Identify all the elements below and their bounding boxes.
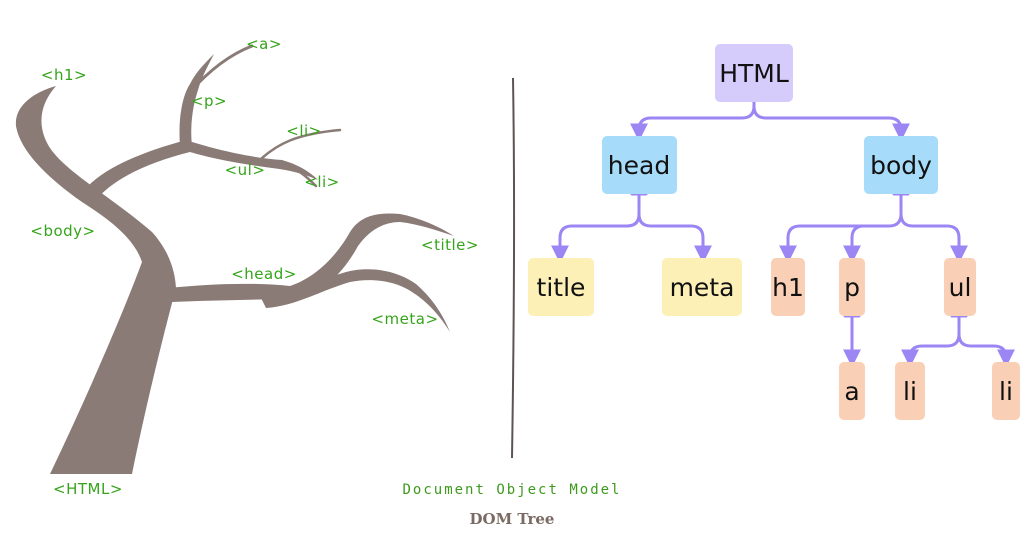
center-divider [511,77,516,459]
node-h1: h1 [771,258,805,316]
tree-branch-upper [179,54,214,146]
tree-label-body: <body> [30,222,95,240]
caption-subtitle: Document Object Model [402,482,622,498]
tree-label-p: <p> [191,92,227,110]
node-li-2-label: li [999,377,1013,406]
tree-label-h1: <h1> [41,66,87,84]
connector-body-h1 [779,192,903,264]
tree-label-a: <a> [246,35,282,53]
node-meta: meta [662,258,742,316]
node-a: a [839,362,865,420]
connector-ul-li-1 [901,314,961,368]
connector-body-ul [899,212,968,264]
node-head: head [602,136,677,194]
connector-html-body [752,104,910,142]
connector-ul-li-2 [957,332,1015,368]
connector-head-title [551,192,641,264]
node-title: title [528,258,594,316]
tree-twig-li2 [280,160,318,188]
tree-label-html: <HTML> [53,480,123,498]
node-html-label: HTML [719,59,789,88]
connector-head-meta [637,212,712,264]
node-title-label: title [537,273,586,302]
node-ul: ul [944,258,976,316]
tree-twig-a [188,44,254,94]
node-meta-label: meta [670,273,735,302]
tree-illustration: <h1> <a> <p> <li> <ul> <li> <body> <head… [15,35,479,498]
node-li-1: li [895,362,925,420]
dom-diagram: HTML head body title meta h1 p ul [528,44,1020,420]
node-a-label: a [844,377,859,406]
node-h1-label: h1 [772,273,804,302]
node-p: p [839,258,865,316]
tree-branch-middle [88,140,318,200]
node-body: body [864,136,938,194]
caption-title: DOM Tree [469,510,555,528]
tree-label-li-1: <li> [286,122,321,140]
node-li-2: li [992,362,1020,420]
node-ul-label: ul [949,273,972,302]
node-body-label: body [870,151,932,180]
tree-label-head: <head> [231,265,297,283]
connectors [551,94,1015,368]
tree-label-title: <title> [421,236,479,254]
tree-trunk [15,86,177,474]
tree-label-li-2: <li> [304,173,339,191]
node-html: HTML [715,44,793,102]
tree-twig-li1 [260,128,342,160]
node-p-label: p [844,273,860,302]
tree-label-ul: <ul> [225,161,266,179]
tree-label-meta: <meta> [371,310,438,328]
node-li-1-label: li [903,377,917,406]
node-head-label: head [608,151,670,180]
connector-body-p [843,224,866,264]
tree-branch-meta [260,269,450,332]
